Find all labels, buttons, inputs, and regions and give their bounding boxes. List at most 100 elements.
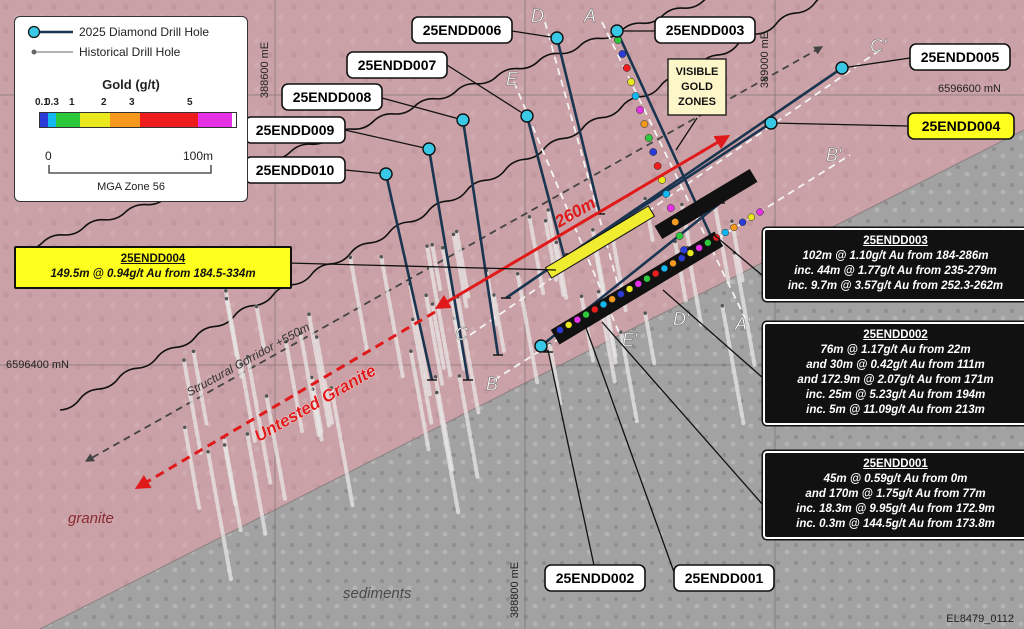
historical-hole-collar — [206, 449, 210, 454]
historical-hole-collar — [191, 349, 196, 354]
gold-bin-5 — [140, 113, 198, 127]
assay-sample — [556, 326, 564, 334]
assay-sample — [704, 239, 712, 247]
assay-sample — [680, 246, 688, 254]
assay-sample — [618, 50, 627, 58]
easting-388800-label: 388800 mE — [509, 562, 521, 618]
historical-hole-collar — [596, 289, 601, 294]
gold-tick-label: 5 — [187, 97, 193, 108]
historical-hole-collar — [239, 362, 243, 366]
assay-sample — [686, 249, 695, 257]
label-leaders — [247, 30, 911, 573]
historical-hole-collar — [433, 374, 438, 379]
historical-hole-collar — [515, 271, 520, 276]
historical-hole-collar — [379, 254, 384, 259]
projection-label: MGA Zone 56 — [97, 181, 165, 193]
callout-25endd002: 25ENDD002 76m @ 1.17g/t Au from 22m and … — [763, 322, 1024, 425]
gold-bin-3 — [80, 113, 110, 127]
figure-id: EL8479_0112 — [946, 613, 1014, 625]
drill-trace-h010 — [384, 173, 434, 381]
drill-collar-icon — [835, 61, 849, 75]
hole-label-25endd002: 25ENDD002 — [556, 570, 635, 586]
hole-label-25endd007: 25ENDD007 — [358, 57, 437, 73]
assay-sample — [582, 310, 590, 319]
section-e-label: E — [506, 69, 519, 89]
gold-tick-label: 0.1 — [35, 97, 49, 108]
assay-sample — [653, 162, 662, 170]
callout-25endd004: 25ENDD004 149.5m @ 0.94g/t Au from 184.5… — [14, 246, 292, 289]
visible-gold-zones-box — [667, 58, 727, 116]
callout-25endd001-line-4: inc. 0.3m @ 144.5g/t Au from 173.8m — [796, 518, 995, 530]
hole-label-25endd004: 25ENDD004 — [922, 118, 1001, 134]
historical-hole-collar — [543, 218, 548, 223]
historical-hole-trace — [720, 303, 746, 426]
historical-hole-collar — [182, 358, 186, 362]
hole-label-25endd006: 25ENDD006 — [423, 22, 502, 38]
drill-collar-icon — [550, 31, 564, 45]
assay-sample — [666, 204, 675, 212]
assay-sample — [678, 254, 686, 262]
callout-25endd003-line-2: inc. 44m @ 1.77g/t Au from 235-279m — [794, 265, 997, 277]
drill-collar-icon — [379, 167, 393, 181]
callout-25endd001-line-1: 45m @ 0.59g/t Au from 0m — [823, 473, 968, 485]
assay-sample — [634, 280, 642, 288]
historical-hole-collar — [245, 432, 250, 436]
historical-hole-trace — [455, 294, 481, 415]
gold-tick-label: 3 — [129, 97, 135, 108]
section-a-prime-label: A' — [734, 314, 751, 334]
historical-hole-collar — [457, 374, 462, 378]
collars — [379, 24, 849, 353]
gold-tick-label: 0.3 — [45, 97, 59, 108]
historical-hole-trace — [408, 349, 431, 452]
historical-hole-collar — [579, 294, 584, 299]
section-d-prime-label: D' — [673, 309, 690, 329]
assay-sample — [599, 300, 608, 308]
callout-25endd002-line-2: and 30m @ 0.42g/t Au from 111m — [806, 359, 985, 371]
assay-sample — [652, 269, 660, 278]
hole-label-25endd003: 25ENDD003 — [666, 22, 745, 38]
gold-bin-6 — [198, 113, 232, 127]
assay-sample — [643, 275, 651, 283]
hole-label-25endd008: 25ENDD008 — [293, 89, 372, 105]
historical-hole-trace — [424, 293, 445, 386]
historical-hole-trace — [224, 296, 239, 358]
section-b-prime-label: B' — [826, 145, 842, 165]
historical-hole-trace — [245, 354, 273, 485]
historical-hole-collar — [546, 208, 550, 212]
drill-collar-icon — [764, 116, 778, 130]
assay-sample — [565, 321, 573, 329]
historical-hole-collar — [314, 335, 319, 339]
callout-25endd003-line-1: 102m @ 1.10g/t Au from 184-286m — [802, 250, 989, 262]
callout-25endd002-line-3: and 172.9m @ 2.07g/t Au from 171m — [797, 374, 994, 386]
historical-hole-collar — [643, 311, 648, 315]
hole-label-25endd001: 25ENDD001 — [685, 570, 764, 586]
historical-hole-collar — [425, 244, 429, 248]
historical-hole-collar — [454, 229, 459, 234]
historical-hole-collar — [680, 202, 684, 207]
historical-drill-hole-icon — [31, 49, 73, 55]
assay-sample — [631, 92, 640, 100]
untested-granite-arrow — [134, 310, 436, 490]
historical-hole-trace — [379, 254, 405, 379]
historical-hole-collar — [424, 293, 428, 298]
callout-25endd002-line-5: inc. 5m @ 11.09g/t Au from 213m — [806, 404, 985, 416]
assay-sample — [669, 259, 677, 267]
historical-hole-collar — [430, 302, 435, 306]
historical-hole-trace — [410, 317, 434, 425]
section-b-label: B — [486, 374, 498, 394]
drill-collar-icon — [422, 142, 436, 156]
historical-hole-collar — [554, 240, 559, 245]
historical-hole-collar — [409, 349, 413, 353]
legend-item-2025: 2025 Diamond Drill Hole — [27, 25, 209, 39]
historical-hole-trace — [732, 250, 758, 370]
callout-25endd002-line-4: inc. 25m @ 5.23g/t Au from 194m — [805, 389, 986, 401]
historical-hole-trace — [254, 304, 266, 349]
assay-sample — [591, 305, 599, 314]
scale-bar — [48, 165, 212, 174]
historical-hole-collar — [434, 390, 439, 395]
assay-sample — [617, 290, 625, 298]
assay-sample — [675, 232, 684, 240]
historical-hole-collar — [643, 196, 647, 201]
gold-bin-0 — [40, 113, 48, 127]
